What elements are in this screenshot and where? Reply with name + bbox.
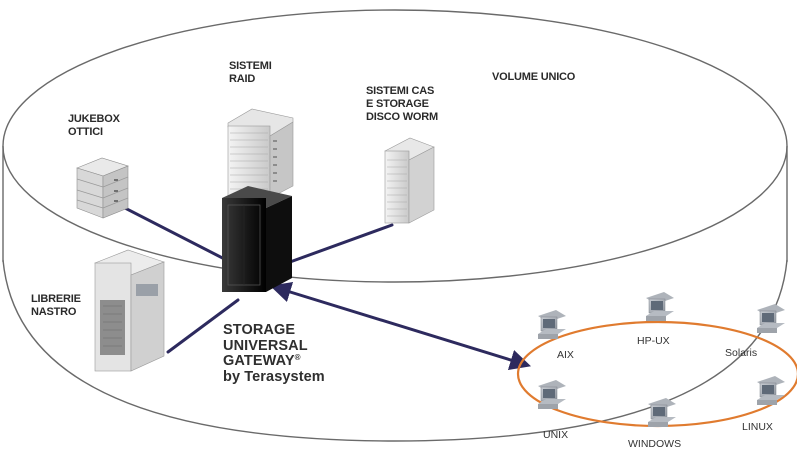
workstation-unix <box>538 380 566 409</box>
connector-clients <box>269 281 532 371</box>
tape-library <box>94 249 165 372</box>
connector-librerie <box>166 298 240 354</box>
cas-storage-server <box>384 137 435 224</box>
workstation-hpux <box>646 292 674 321</box>
gateway-line-3: GATEWAY® <box>223 353 301 369</box>
gateway-line-2: UNIVERSAL <box>223 337 308 354</box>
raid-server <box>227 108 294 199</box>
gateway-line-1: STORAGE <box>223 322 296 338</box>
jukebox-device <box>76 157 129 219</box>
storage-volume-cylinder <box>2 9 788 442</box>
label-jukebox: JUKEBOX OTTICI <box>68 113 120 138</box>
label-windows: WINDOWS <box>628 438 682 450</box>
label-sistemi-raid: SISTEMI RAID <box>229 60 272 85</box>
gateway-label: STORAGE UNIVERSAL GATEWAY® by Terasystem <box>223 322 325 385</box>
label-volume-unico: VOLUME UNICO <box>492 71 576 83</box>
label-sistemi-cas: SISTEMI CAS E STORAGE DISCO WORM <box>366 85 438 123</box>
label-librerie: LIBRERIE NASTRO <box>31 293 81 318</box>
workstation-windows <box>648 398 676 427</box>
gateway-cabinet <box>222 186 292 292</box>
label-hpux: HP-UX <box>637 335 670 347</box>
label-unix: UNIX <box>543 429 569 441</box>
cylinder-bottom-curve <box>2 259 788 442</box>
registered-mark: ® <box>294 353 301 362</box>
label-solaris: Solaris <box>725 347 758 359</box>
workstation-solaris <box>757 304 785 333</box>
workstation-linux <box>757 376 785 405</box>
label-linux: LINUX <box>742 421 773 433</box>
gateway-line-4: by Terasystem <box>223 368 325 385</box>
workstation-aix <box>538 310 566 339</box>
connector-cas <box>288 223 394 264</box>
label-aix: AIX <box>557 349 574 361</box>
